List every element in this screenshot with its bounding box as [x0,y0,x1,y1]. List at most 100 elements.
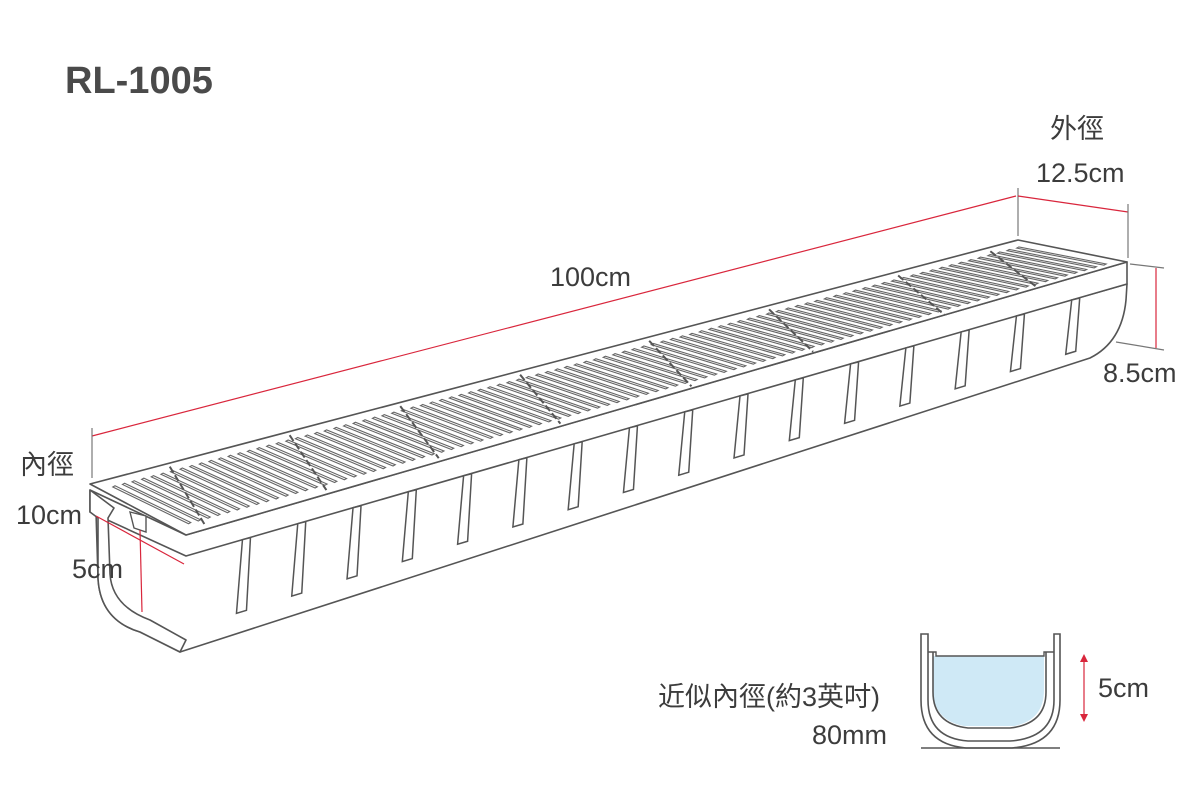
grate-slot [822,297,913,321]
cross-section-caption-value: 80mm [812,720,888,750]
grate-slot [496,383,582,415]
depth-arrow-top [1080,654,1088,662]
grate-slot [275,441,358,478]
grate-slot [890,279,982,302]
grate-cross-brace [897,274,945,316]
grate-slot [486,386,572,418]
grate-slot [803,302,894,327]
grate-slot [717,325,806,352]
length-dimension-line [91,195,1017,437]
grate-slot [582,360,670,390]
grate-slot [150,474,231,514]
grate-slot [861,286,952,310]
depth-arrow-bottom [1080,714,1088,722]
channel-rib [843,360,860,425]
grate-slot [198,462,280,500]
inner-depth-dimension-line [139,529,143,613]
inner-depth-label: 5cm [72,554,124,584]
cross-section-water [933,656,1044,726]
channel-rib [1064,297,1081,356]
height-tick-bottom [1115,341,1165,351]
grate-slot [899,276,991,299]
grate-slot [669,337,757,365]
grate-slot [919,271,1011,294]
channel-rib [567,440,583,511]
grate-slot [217,457,300,495]
grate-slot [746,317,835,343]
grate-slot [995,251,1089,272]
grate-cross-brace [519,374,562,425]
end-notch [129,511,147,533]
grate-slot [428,401,514,434]
grate-slot [774,309,865,335]
grate-slot [323,429,407,464]
grate-slot [544,370,631,401]
grate-cross-brace [648,340,693,388]
grate-slot [1015,246,1108,266]
grate-slot [880,281,972,305]
outer-width-dimension-line [1017,195,1129,213]
grate-slot [505,380,592,412]
cross-section-depth-label: 5cm [1098,673,1150,703]
grate-slot [438,398,524,431]
grate-slot [909,274,1001,296]
grate-slot [476,388,563,420]
inner-width-label: 10cm [16,500,83,530]
grate-slot [794,304,884,330]
grate-cross-brace [168,466,206,526]
channel-rib [899,344,915,408]
grate-slot [188,464,270,503]
grate-slot [678,335,767,363]
channel-rib [788,376,805,442]
channel-rib [954,328,970,390]
grate-slot [351,421,436,456]
dimension-lines [91,188,1165,613]
grate-slot [832,294,923,319]
grate-slot [524,375,611,407]
grate-slot [688,332,777,360]
cross-section-outer-wall [920,633,1061,749]
height-label: 8.5cm [1103,358,1177,388]
grate-slot [736,320,826,346]
grate-slot [957,261,1050,283]
grate-slot [697,330,787,357]
channel-rib [733,392,749,459]
grate-slot [640,345,728,374]
grate-slot [765,312,855,338]
channel-rib [290,520,307,598]
grate-slot [573,363,660,393]
grate-slot [246,449,329,486]
cross-section-caption: 近似內徑(約3英吋) [658,682,880,712]
outer-diameter-heading: 外徑 [1050,114,1104,144]
grate-slot [130,480,212,519]
channel-rib [1009,312,1026,373]
grate-slot [938,266,1030,288]
grate-slot [390,411,475,445]
grate-slots [111,246,1108,525]
grate-slot [534,373,621,404]
grate-slot [784,307,874,332]
grate-slot [236,452,319,489]
grate-slot [419,403,504,437]
inner-diameter-heading: 內徑 [20,450,74,480]
grate-slot [707,327,796,354]
height-tick-top [1129,263,1165,269]
grate-slot [159,472,241,511]
grate-slot [467,391,553,423]
grate-slot [553,368,641,398]
grate-slot [515,378,602,409]
grate-slot [342,424,426,459]
grate-slot [986,253,1079,274]
channel-rib [401,488,418,563]
grate-slot [303,434,387,470]
grate-slot [226,454,309,492]
grate-slot [611,353,699,382]
channel-rib [622,424,639,494]
channel-rib [512,456,528,529]
grate-slot [928,269,1021,291]
grate-slot [332,426,416,462]
grate-slot [870,284,962,307]
grate-cross-brace [399,405,440,459]
